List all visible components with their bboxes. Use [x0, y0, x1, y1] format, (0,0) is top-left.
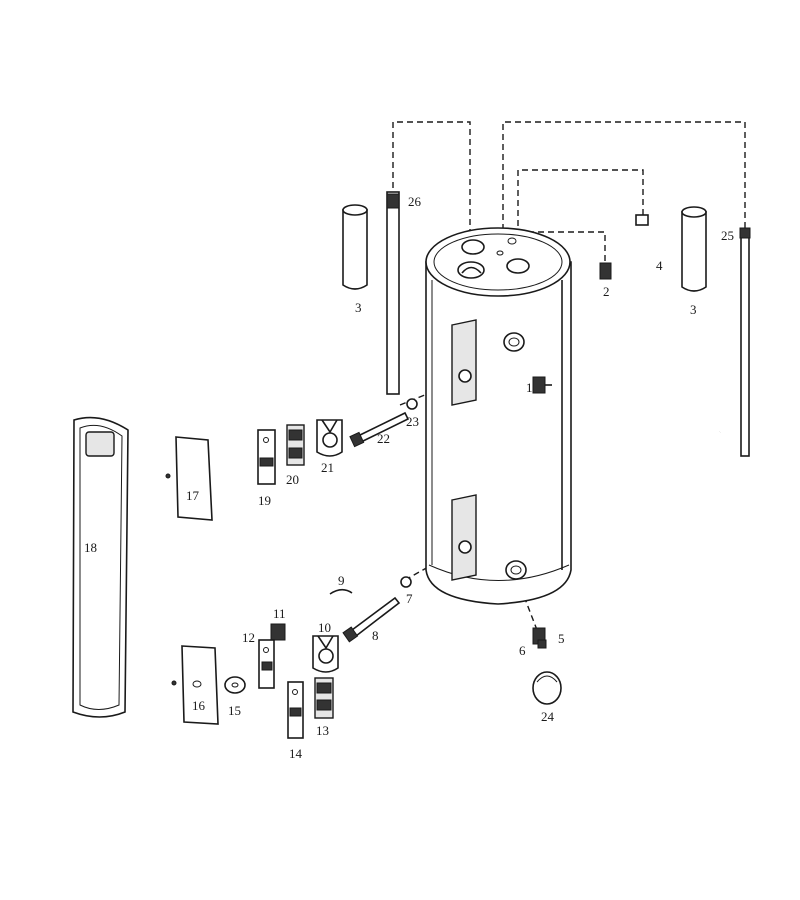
part-12-lower-thermostat	[258, 639, 275, 689]
label-part-19: 19	[258, 493, 271, 508]
part-9-clip	[329, 588, 353, 595]
label-part-8: 8	[372, 628, 379, 643]
label-part-9: 9	[338, 573, 345, 588]
part-10-thermostat-bracket	[312, 635, 339, 673]
part-26-anode-rod	[386, 191, 400, 395]
part-19-upper-thermostat	[257, 429, 276, 485]
part-3-insulation-sleeve-left	[342, 204, 368, 290]
part-14-thermostat-plate	[287, 681, 304, 739]
part-11-thermostat-clip	[270, 623, 286, 641]
part-4-dip-tube	[622, 214, 722, 449]
label-part-26: 26	[408, 194, 422, 209]
water-heater-tank	[425, 227, 572, 605]
label-part-17: 17	[186, 488, 200, 503]
part-17-upper-access-cover	[165, 436, 213, 521]
label-part-15: 15	[228, 703, 241, 718]
part-7-gasket	[400, 576, 412, 588]
label-part-1: 1	[526, 380, 533, 395]
label-part-20: 20	[286, 472, 299, 487]
part-3-insulation-sleeve-right	[681, 206, 707, 292]
part-8-lower-heating-element	[342, 596, 401, 643]
label-part-18: 18	[84, 540, 97, 555]
label-part-2: 2	[603, 284, 610, 299]
part-25-anode-rod	[739, 227, 751, 457]
label-part-7: 7	[406, 591, 413, 606]
label-part-21: 21	[321, 460, 334, 475]
part-18-jacket-panel	[72, 416, 129, 718]
part-24-drain-cap	[532, 671, 562, 705]
label-part-6: 6	[519, 643, 526, 658]
part-20-upper-limit-control	[286, 424, 305, 466]
part-labels: 1 2 3 3 4 5 6 7 8 9 10 11 12 13 14 15 16…	[84, 194, 734, 761]
top-opening-anode	[457, 261, 485, 279]
part-5-6-drain-valve	[532, 627, 547, 649]
label-part-3-right: 3	[690, 302, 697, 317]
part-13-lower-thermostat-body	[314, 677, 334, 719]
label-part-24: 24	[541, 709, 555, 724]
label-part-5: 5	[558, 631, 565, 646]
part-1-tp-relief-valve	[532, 376, 552, 394]
label-part-13: 13	[316, 723, 329, 738]
label-part-14: 14	[289, 746, 303, 761]
part-23-gasket	[406, 398, 418, 410]
label-part-23: 23	[406, 414, 419, 429]
label-part-11: 11	[273, 606, 286, 621]
part-21-thermostat-bracket	[316, 419, 343, 457]
part-22-upper-heating-element	[349, 411, 410, 448]
drain-opening	[505, 560, 527, 580]
label-part-16: 16	[192, 698, 206, 713]
label-part-12: 12	[242, 630, 255, 645]
tp-valve-opening	[503, 332, 525, 352]
upper-element-opening	[451, 319, 477, 406]
label-part-3-left: 3	[355, 300, 362, 315]
label-part-25: 25	[721, 228, 734, 243]
top-opening-cold	[461, 239, 485, 255]
label-part-22: 22	[377, 431, 390, 446]
lower-element-opening	[451, 494, 477, 581]
label-part-4: 4	[656, 258, 663, 273]
part-15-plug	[224, 676, 246, 694]
top-opening-hot	[506, 258, 530, 274]
label-part-10: 10	[318, 620, 331, 635]
part-16-lower-access-cover	[171, 645, 219, 725]
part-2-nipple	[599, 262, 612, 280]
